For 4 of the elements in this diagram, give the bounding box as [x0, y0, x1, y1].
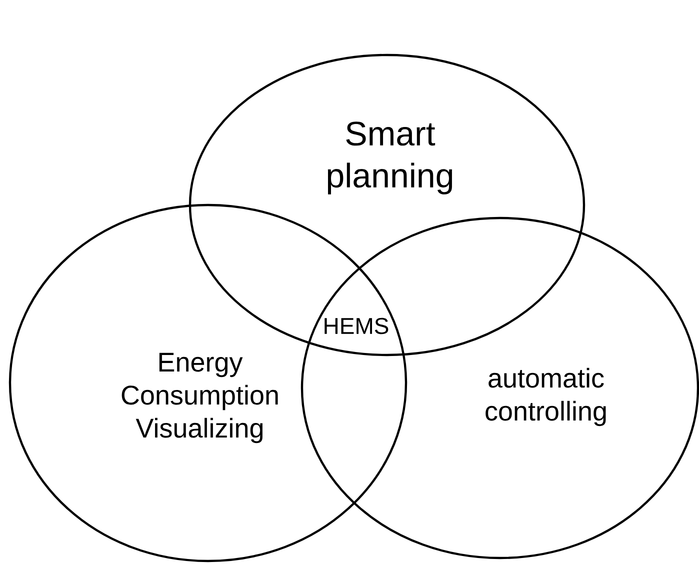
- circle-label: Smart planning: [328, 122, 452, 194]
- circle-label: Energy Consumption Visualizing: [122, 352, 278, 444]
- center-label: HEMS: [324, 318, 388, 334]
- circle-label: automatic controlling: [486, 368, 606, 426]
